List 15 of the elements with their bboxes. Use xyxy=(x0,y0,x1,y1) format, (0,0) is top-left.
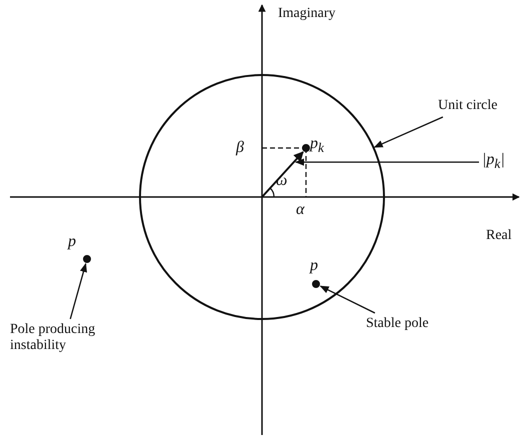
callout-label: Stable pole xyxy=(366,316,429,332)
axis-label: Real xyxy=(486,228,512,244)
angle-label: β xyxy=(236,140,244,156)
callout-label: |p$_{k}$| xyxy=(482,152,505,172)
callout-label: Unit circle xyxy=(438,98,498,114)
axis-label: Imaginary xyxy=(278,6,336,22)
pole-label: p$_{k}$ xyxy=(310,136,324,156)
leader-line xyxy=(70,262,87,320)
leader-line xyxy=(374,116,444,148)
pole-label: p xyxy=(68,234,76,250)
leader-line xyxy=(294,158,479,166)
callout-label: Pole producing instability xyxy=(10,322,120,354)
leader-line xyxy=(320,286,376,314)
pole-label: p xyxy=(310,258,318,274)
angle-label: α xyxy=(296,202,304,218)
